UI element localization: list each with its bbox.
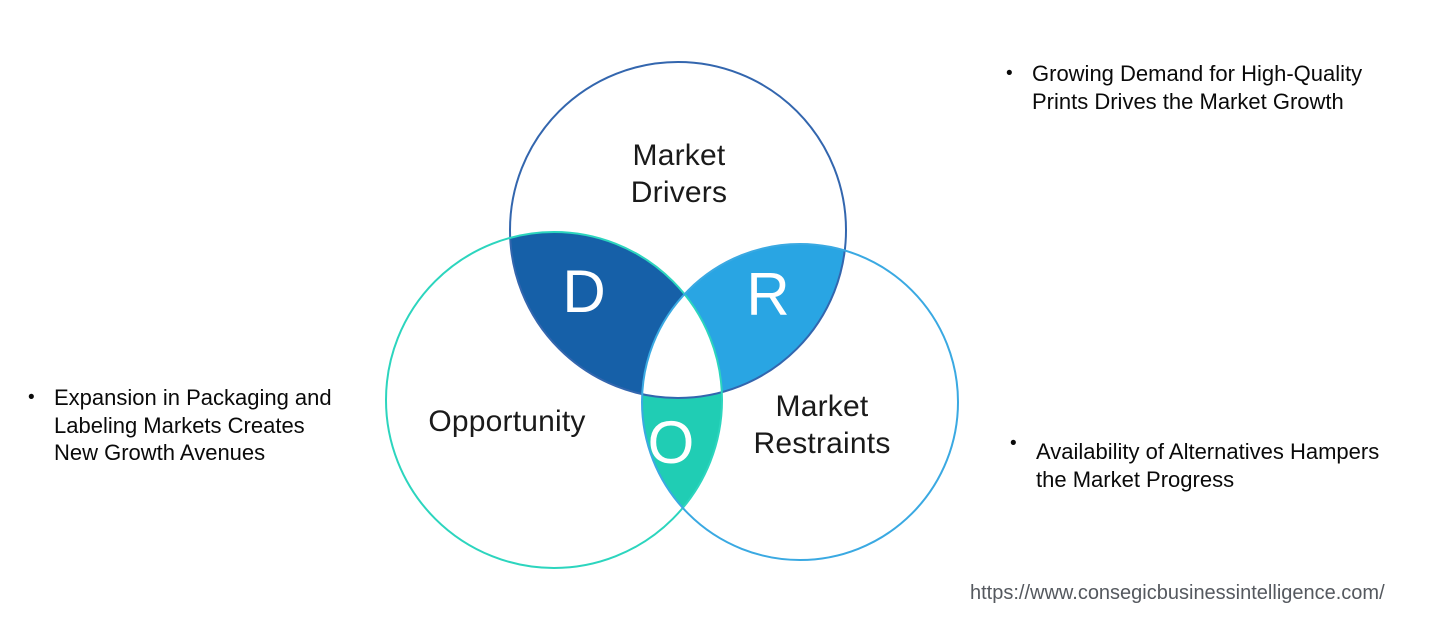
letter-d: D [562, 258, 606, 325]
bullet-line: the Market Progress [1036, 466, 1235, 492]
bullet-text: Expansion in Packaging and Labeling Mark… [54, 384, 332, 467]
bullet-line: Growing Demand for High-Quality [1032, 61, 1363, 86]
label-opportunity: Opportunity [357, 403, 657, 440]
bullet-dot: • [28, 387, 35, 408]
circle-market-restraints [641, 243, 959, 561]
label-line: Market [632, 139, 726, 172]
region-drivers-overlap [510, 232, 722, 398]
bullet-line: New Growth Avenues [54, 440, 266, 465]
circle-opportunity [385, 231, 723, 569]
label-market-restraints: Market Restraints [672, 388, 972, 462]
bullet-dot: • [1010, 433, 1017, 454]
label-line: Restraints [753, 427, 891, 460]
bullet-line: Prints Drives the Market Growth [1032, 88, 1344, 114]
bullet-driver: • Growing Demand for High-Quality Prints… [1006, 60, 1426, 115]
bullet-restraint: • Availability of Alternatives Hampers t… [1010, 433, 1430, 493]
region-restraints-overlap [642, 244, 846, 398]
source-url-link[interactable]: https://www.consegicbusinessintelligence… [970, 582, 1385, 604]
bullet-opportunity: • Expansion in Packaging and Labeling Ma… [28, 384, 388, 467]
circle-market-drivers [509, 61, 847, 399]
label-market-drivers: Market Drivers [529, 137, 829, 211]
bullet-text: Growing Demand for High-Quality Prints D… [1032, 60, 1362, 115]
bullet-line: Labeling Markets Creates [54, 412, 305, 438]
letter-o: O [647, 409, 695, 476]
label-line: Market [775, 390, 869, 423]
letter-r: R [746, 261, 790, 328]
bullet-line: Availability of Alternatives Hampers [1036, 439, 1380, 464]
bullet-dot: • [1006, 63, 1013, 84]
bullet-text: Availability of Alternatives Hampers the… [1036, 438, 1379, 493]
bullet-line: Expansion in Packaging and [54, 385, 332, 410]
label-line: Opportunity [428, 405, 586, 438]
label-line: Drivers [630, 176, 728, 209]
